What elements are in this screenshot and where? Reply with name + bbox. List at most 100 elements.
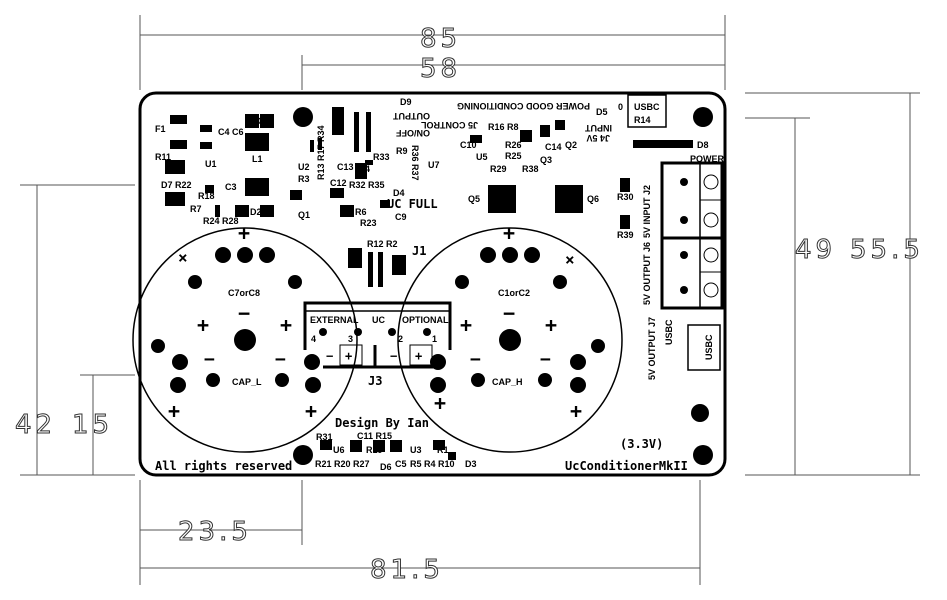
ref-label: C10	[460, 140, 477, 150]
ref-label: C11 R15	[357, 431, 392, 441]
j1-connector	[348, 248, 406, 287]
svg-text:×: ×	[178, 248, 188, 267]
mounting-holes	[293, 107, 713, 465]
ref-label: C4 C6	[218, 127, 244, 137]
cap-right-outline	[397, 227, 623, 453]
label-power-good: POWER GOOD CONDITIONING	[457, 101, 590, 111]
ref-label: D6	[380, 462, 392, 472]
ref-label: U6	[333, 445, 345, 455]
dim-55-5: 55.5	[850, 235, 924, 265]
svg-text:−: −	[238, 301, 250, 325]
ref-label: R26	[505, 140, 522, 150]
dim-58: 58	[420, 54, 461, 84]
label-usbc-box: USBC	[704, 334, 714, 360]
label-uc: UC	[372, 315, 385, 325]
svg-text:+: +	[345, 349, 352, 363]
ref-label: R23	[360, 218, 377, 228]
label-voltage: (3.3V)	[620, 437, 663, 451]
pin-3: 3	[348, 334, 353, 344]
svg-text:+: +	[545, 313, 557, 337]
svg-text:−: −	[275, 349, 286, 370]
ref-label: R19	[366, 445, 383, 455]
svg-text:+: +	[460, 313, 472, 337]
ref-label: Q3	[540, 155, 552, 165]
ref-label: R38	[522, 164, 539, 174]
label-c7orc8: C7orC8	[228, 288, 260, 298]
svg-text:+: +	[305, 399, 317, 423]
power-terminals	[627, 94, 724, 422]
ref-label: U3	[410, 445, 422, 455]
label-j5-output: OUTPUT	[393, 111, 431, 121]
label-j4: J4 5V	[586, 133, 610, 143]
label-cap-h: CAP_H	[492, 377, 523, 387]
label-r14: R14	[634, 115, 651, 125]
ref-label: R18	[198, 191, 215, 201]
ref-label: R30	[617, 192, 634, 202]
ref-label: D1	[255, 116, 267, 126]
dim-23-5: 23.5	[178, 517, 252, 547]
svg-text:+: +	[503, 221, 515, 245]
label-optional: OPTIONAL	[402, 315, 449, 325]
ref-label: D2	[250, 207, 262, 217]
ref-label: R13 R17 R34	[316, 125, 326, 180]
svg-text:−: −	[390, 349, 397, 363]
dim-49: 49	[795, 235, 836, 265]
ref-label: R25	[505, 151, 522, 161]
svg-text:+: +	[570, 399, 582, 423]
ref-label: R24 R28	[203, 216, 239, 226]
dim-15: 15	[72, 410, 113, 440]
ref-label: U1	[205, 159, 217, 169]
ref-label: F1	[155, 124, 166, 134]
ref-label: C5	[395, 459, 407, 469]
svg-text:−: −	[540, 349, 551, 370]
ref-label: R36 R37	[410, 145, 420, 181]
ref-label: D8	[697, 140, 709, 150]
dim-81-5: 81.5	[370, 555, 444, 585]
label-cap-l: CAP_L	[232, 377, 262, 387]
ref-label: R3	[298, 174, 310, 184]
svg-text:+: +	[197, 313, 209, 337]
svg-text:+: +	[434, 391, 446, 415]
ref-label: R6	[355, 207, 367, 217]
ref-label: C3	[225, 182, 237, 192]
svg-text:+: +	[415, 349, 422, 363]
pin-2: 2	[398, 334, 403, 344]
label-board-title: UcConditionerMkII	[565, 459, 688, 473]
ref-label: L1	[252, 154, 263, 164]
cap-left-outline	[132, 227, 358, 453]
label-external: EXTERNAL	[310, 315, 359, 325]
ref-label: R1	[437, 445, 449, 455]
ref-label: U7	[428, 160, 440, 170]
label-j6: 5V OUTPUT J6	[642, 242, 652, 305]
svg-text:+: +	[238, 221, 250, 245]
ref-label: R7	[190, 204, 202, 214]
dimension-lines	[20, 15, 920, 585]
svg-text:−: −	[204, 349, 215, 370]
label-usbc-side: USBC	[664, 319, 674, 345]
ref-label: R21 R20 R27	[315, 459, 370, 469]
j3-connector: −+−+	[303, 301, 452, 369]
label-j5-onoff: ON/OFF	[396, 128, 430, 138]
ref-label: Q5	[468, 194, 480, 204]
ref-label: Q1	[298, 210, 310, 220]
svg-text:−: −	[503, 301, 515, 325]
ref-label: R32 R35	[349, 180, 385, 190]
ref-label: D7 R22	[161, 180, 192, 190]
ref-label: Q2	[565, 140, 577, 150]
board-outline	[138, 91, 727, 477]
ref-label: R9	[396, 146, 408, 156]
label-rights: All rights reserved	[155, 459, 292, 473]
ref-label: C12	[330, 178, 347, 188]
ref-label: C9	[395, 212, 407, 222]
smd-components	[165, 107, 693, 460]
ref-label: R29	[490, 164, 507, 174]
dim-42: 42	[15, 410, 56, 440]
pin-1: 1	[432, 334, 437, 344]
svg-text:−: −	[470, 349, 481, 370]
ref-label: C13	[337, 162, 354, 172]
dim-85: 85	[420, 24, 461, 54]
ref-label: D9	[400, 97, 412, 107]
ref-label: U4	[340, 206, 352, 216]
label-j5: J5 CONTROL	[420, 120, 478, 130]
